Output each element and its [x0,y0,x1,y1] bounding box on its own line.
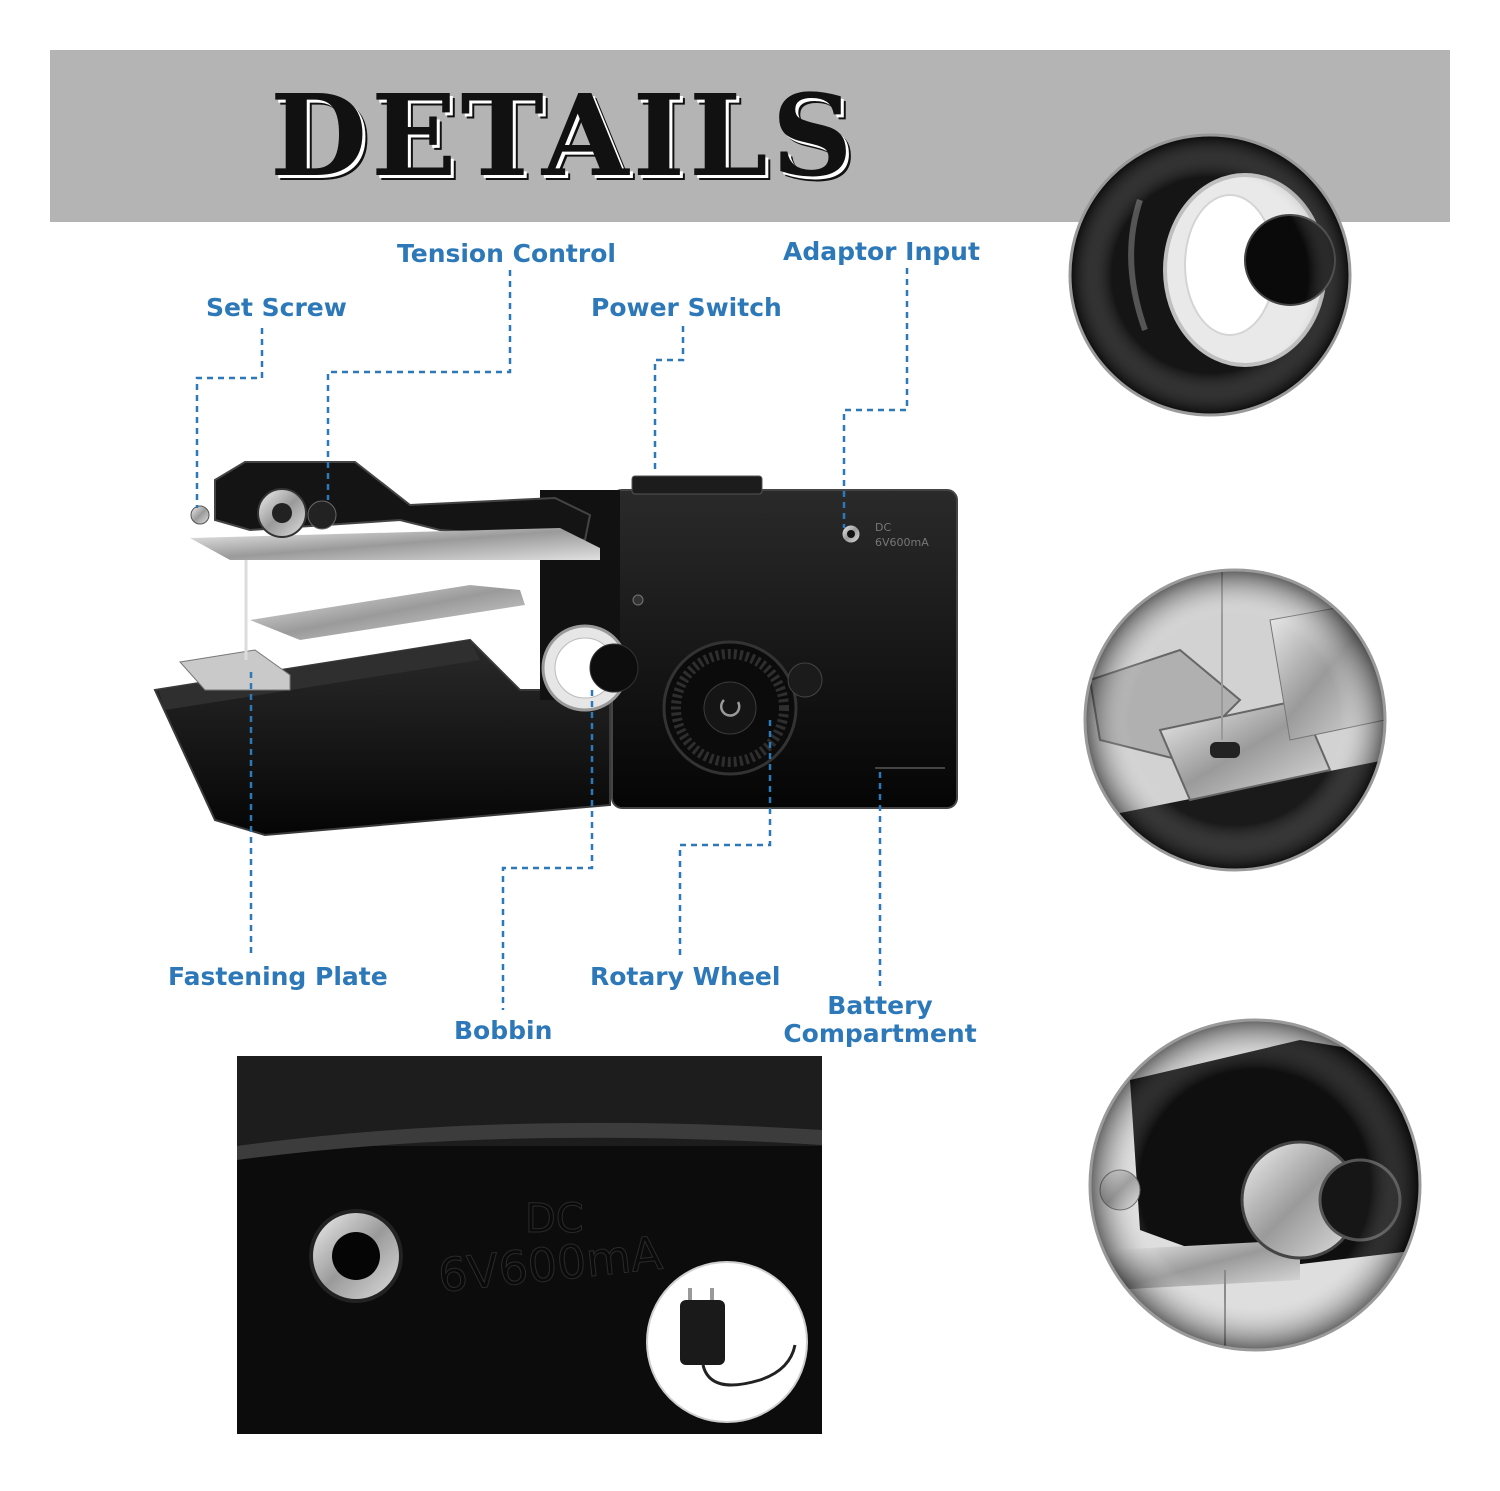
adaptor-closeup-edge [237,1122,822,1160]
label-adaptor-input: Adaptor Input [783,237,980,266]
line-set-screw [195,328,264,508]
body-screw [632,594,644,606]
line-rotary-wheel [678,720,772,955]
arm-plate [190,528,600,560]
zoom-bobbin [1068,133,1352,417]
zoom-presser-foot [1083,568,1387,872]
label-battery-line1: Battery [827,991,933,1020]
bobbin-cap [589,643,639,693]
callout-lines [195,268,909,1010]
label-bobbin: Bobbin [454,1016,553,1045]
set-screw [190,505,210,525]
tension-control-center [272,503,292,523]
zoom-tension-control [1088,1018,1422,1352]
machine-base-top [158,640,480,710]
adaptor-inset-bg [646,1261,808,1423]
adaptor-cable [701,1344,797,1387]
body-dc-text: DC [875,521,891,534]
zoom-bobbin-lens [1070,135,1350,415]
adaptor-plug-icon [680,1300,725,1365]
label-tension-control: Tension Control [397,239,616,268]
power-switch [631,475,763,495]
body-rating-text: 6V600mA [875,536,929,549]
line-adaptor-input [842,268,909,528]
label-battery-compartment: Battery Compartment [780,992,980,1047]
sewing-machine: DC 6V600mA [153,461,958,837]
lower-plate [250,585,525,640]
adaptor-closeup: DC 6V600mA [237,1056,822,1434]
line-power-switch [653,326,685,472]
line-tension-control [326,270,512,500]
rotary-wheel-hub [703,681,757,735]
line-bobbin [501,690,594,1010]
side-button [787,662,823,698]
adaptor-input-hole [847,530,855,538]
page-title: DETAILS [270,71,857,202]
power-adaptor-inset [646,1261,808,1423]
label-fastening-plate: Fastening Plate [168,962,388,991]
zoom-foot-lens [1085,570,1385,870]
fastening-plate [179,649,291,691]
closeup-dc-text: DC [525,1196,584,1242]
zoom-tension-ring [1088,1018,1422,1352]
tension-gear [307,500,337,530]
rotary-wheel-mark [719,699,741,717]
label-rotary-wheel: Rotary Wheel [590,962,781,991]
zoom-tension-lens [1090,1020,1420,1350]
label-power-switch: Power Switch [591,293,782,322]
rotary-wheel-ridges [671,649,789,767]
label-set-screw: Set Screw [206,293,347,322]
label-battery-line2: Compartment [783,1018,977,1048]
zoom-foot-ring [1083,568,1387,872]
zoom-bobbin-ring [1068,133,1352,417]
closeup-adaptor-hole [332,1232,380,1280]
